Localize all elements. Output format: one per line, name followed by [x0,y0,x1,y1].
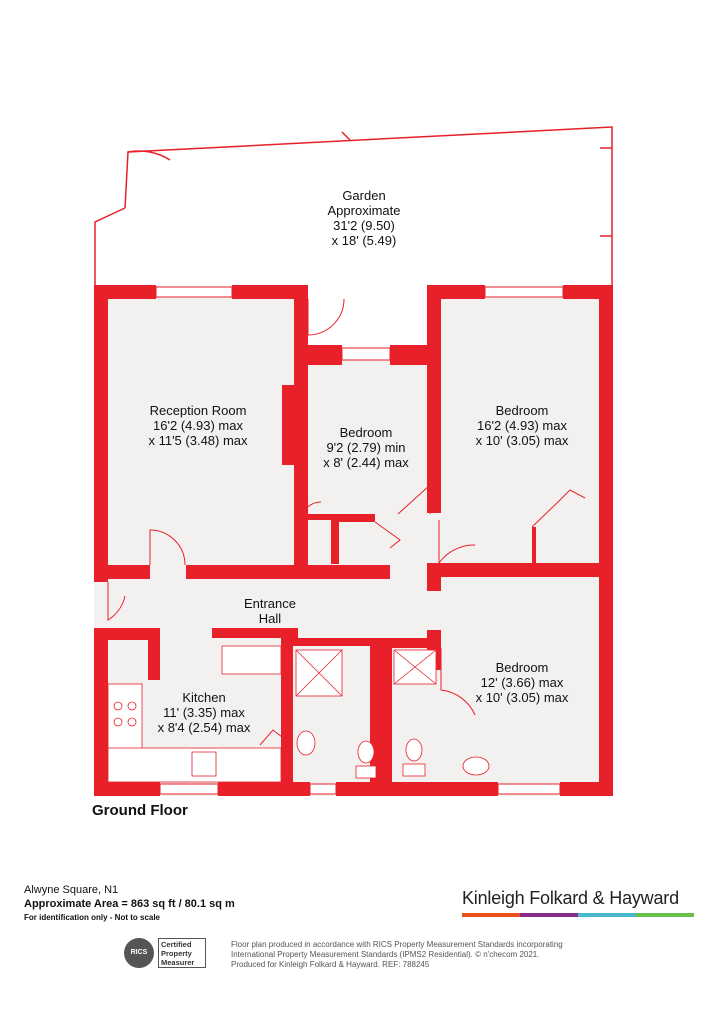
bedroom-right-dim2: x 10' (3.05) max [475,433,569,448]
area-line: Approximate Area = 863 sq ft / 80.1 sq m [24,898,235,910]
entrance-name: Entrance [243,596,297,611]
kitchen-sink [191,751,217,777]
kitchen-dim1: 11' (3.35) max [163,705,245,720]
bedroom-right-dim1: 16'2 (4.93) max [477,418,567,433]
bedroom-right-name: Bedroom [495,403,549,418]
rics-line1: Certified [161,940,192,949]
entrance-hall-label: Entrance Hall [220,596,320,626]
brand-bar-segment [636,913,694,917]
garden-outline [94,126,613,285]
brand-bar-segment [578,913,636,917]
reception-room-name: Reception Room [149,403,247,418]
walls [94,285,613,796]
bedroom-lower-name: Bedroom [495,660,549,675]
rics-badge: RICS Certified Property Measurer [124,938,224,970]
kitchen-name: Kitchen [182,690,226,705]
toilet-2 [405,738,423,762]
disclaimer: Floor plan produced in accordance with R… [231,940,651,970]
hob-ring [127,701,137,711]
floor-label: Ground Floor [92,802,188,819]
garden-title: Garden [342,188,386,203]
hob-ring [127,717,137,727]
bedroom-lower-dim2: x 10' (3.05) max [475,690,569,705]
bedroom-small-label: Bedroom 9'2 (2.79) min x 8' (2.44) max [298,425,434,470]
entrance-name2: Hall [258,611,282,626]
bedroom-small-dim2: x 8' (2.44) max [323,455,409,470]
kitchen-island [221,645,282,675]
bedroom-lower-label: Bedroom 12' (3.66) max x 10' (3.05) max [452,660,592,705]
garden-subtitle: Approximate [327,203,401,218]
brand-bar-segment [462,913,520,917]
garden-dim1: 31'2 (9.50) [333,218,395,233]
rics-certified-box: Certified Property Measurer [158,938,206,968]
reception-room-label: Reception Room 16'2 (4.93) max x 11'5 (3… [118,403,278,448]
reception-room-dim2: x 11'5 (3.48) max [148,433,248,448]
floor-fill [94,286,613,796]
bedroom-right-label: Bedroom 16'2 (4.93) max x 10' (3.05) max [442,403,602,448]
toilet [357,740,375,764]
brand-logo: Kinleigh Folkard & Hayward [462,888,694,917]
garden-label: Garden Approximate 31'2 (9.50) x 18' (5.… [300,188,428,248]
hob-ring [113,717,123,727]
basin [296,730,316,756]
disclaimer-line1: Floor plan produced in accordance with R… [231,940,563,949]
identification-note: For identification only - Not to scale [24,913,161,922]
hob-ring [113,701,123,711]
bedroom-basin [462,756,490,776]
garden-dim2: x 18' (5.49) [331,233,397,248]
disclaimer-line2: International Property Measurement Stand… [231,950,540,959]
kitchen-label: Kitchen 11' (3.35) max x 8'4 (2.54) max [134,690,274,735]
kitchen-dim2: x 8'4 (2.54) max [157,720,251,735]
doors [107,298,586,746]
disclaimer-line3: Produced for Kinleigh Folkard & Hayward.… [231,960,430,969]
brand-colour-bar [462,913,694,917]
rics-line3: Measurer [161,958,195,967]
bedroom-lower-dim1: 12' (3.66) max [480,675,564,690]
windows [155,286,564,795]
bedroom-small-name: Bedroom [339,425,393,440]
reception-room-dim1: 16'2 (4.93) max [153,418,243,433]
brand-name: Kinleigh Folkard & Hayward [462,888,679,908]
bedroom-small-dim1: 9'2 (2.79) min [326,440,406,455]
fixtures [107,645,490,783]
address-line: Alwyne Square, N1 [24,884,119,896]
rics-line2: Property [161,949,192,958]
address-block: Alwyne Square, N1 Approximate Area = 863… [24,883,235,925]
brand-bar-segment [520,913,578,917]
rics-logo-icon: RICS [124,938,154,968]
